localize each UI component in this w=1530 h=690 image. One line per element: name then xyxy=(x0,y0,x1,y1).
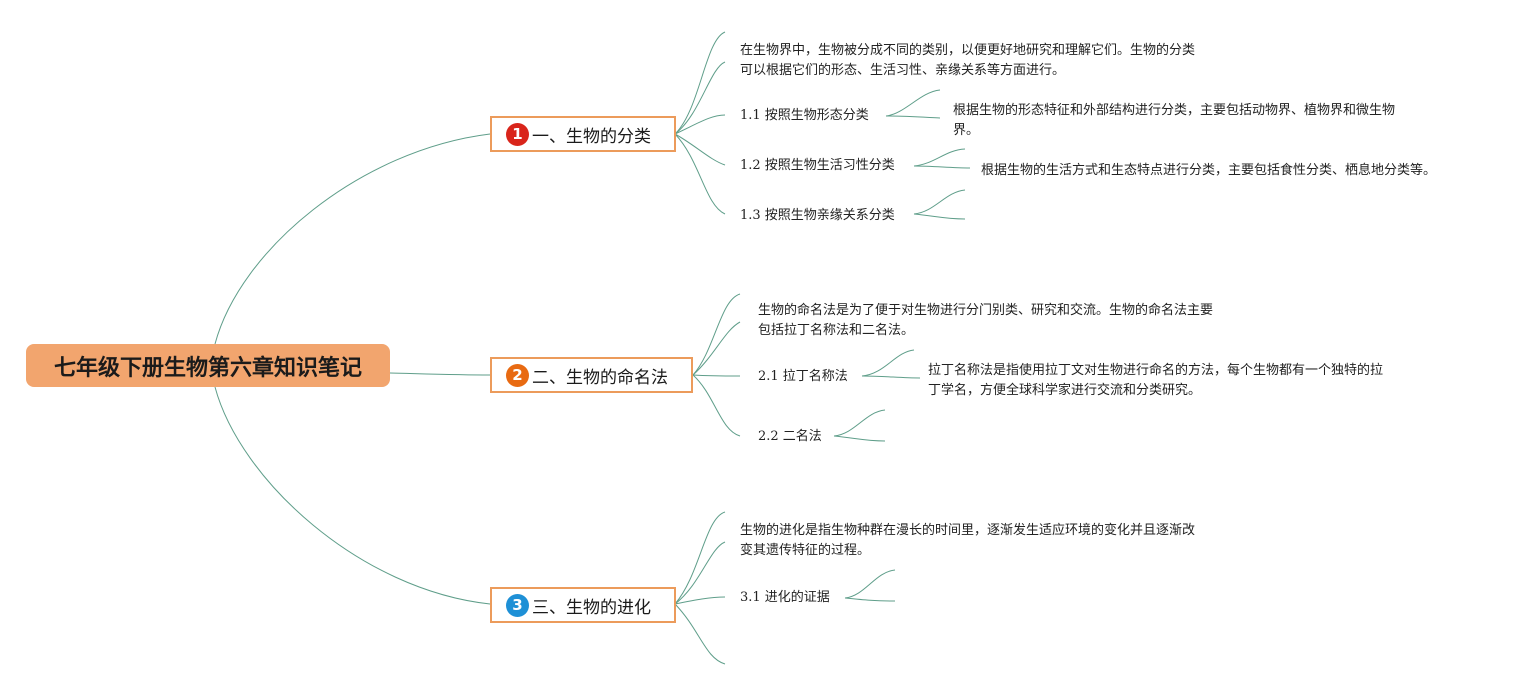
edge-s12-b xyxy=(913,165,971,169)
edge-b2-top xyxy=(692,293,741,376)
sub-2-1-detail-line-2: 丁学名，方便全球科学家进行交流和分类研究。 xyxy=(928,383,1202,398)
edge-s21-a xyxy=(861,349,915,377)
sub-1-1-detail-line-1: 根据生物的形态特征和外部结构进行分类，主要包括动物界、植物界和微生物 xyxy=(953,103,1396,118)
edge-b2-desc xyxy=(692,321,741,376)
edge-b3-top xyxy=(674,511,726,605)
edge-s21-b xyxy=(861,375,921,379)
branch-2-number-badge: 2 xyxy=(506,363,529,387)
edge-root-branch-3 xyxy=(214,386,491,605)
edge-b1-desc xyxy=(674,61,726,135)
sub-1-1-label[interactable]: 1.1 按照生物形态分类 xyxy=(740,108,869,123)
branch-1-description[interactable]: 在生物界中，生物被分成不同的类别，以便更好地研究和理解它们。生物的分类 可以根据… xyxy=(740,41,1195,81)
edge-s31-a xyxy=(844,569,896,599)
branch-3-description-line-2: 变其遗传特征的过程。 xyxy=(740,543,871,558)
edge-b1-sub2 xyxy=(674,133,726,166)
sub-1-1-detail-line-2: 界。 xyxy=(953,123,980,138)
root-topic-title: 七年级下册生物第六章知识笔记 xyxy=(53,355,362,381)
branch-3-topic[interactable]: 3 三、生物的进化 xyxy=(490,587,676,623)
edge-s13-a xyxy=(913,189,966,215)
edge-root-branch-1 xyxy=(214,133,491,345)
edge-s13-b xyxy=(913,213,966,220)
edge-root-branch-2 xyxy=(389,372,491,376)
branch-1-description-line-1: 在生物界中，生物被分成不同的类别，以便更好地研究和理解它们。生物的分类 xyxy=(740,43,1196,58)
branch-2-description-line-2: 包括拉丁名称法和二名法。 xyxy=(758,323,915,338)
edge-b2-sub1 xyxy=(692,374,741,377)
edge-s22-b xyxy=(833,435,886,442)
branch-3-description[interactable]: 生物的进化是指生物种群在漫长的时间里，逐渐发生适应环境的变化并且逐渐改 变其遗传… xyxy=(740,521,1195,561)
sub-2-1-label[interactable]: 2.1 拉丁名称法 xyxy=(758,369,848,384)
branch-2-topic[interactable]: 2 二、生物的命名法 xyxy=(490,357,693,393)
edge-b3-desc xyxy=(674,541,726,605)
edge-b1-sub3 xyxy=(674,133,726,215)
branch-2-description-line-1: 生物的命名法是为了便于对生物进行分门别类、研究和交流。生物的命名法主要 xyxy=(758,303,1214,318)
sub-1-2-detail[interactable]: 根据生物的生活方式和生态特点进行分类，主要包括食性分类、栖息地分类等。 xyxy=(981,161,1481,181)
edge-b1-top xyxy=(674,31,726,135)
edge-b2-sub2 xyxy=(692,374,741,437)
branch-3-title: 三、生物的进化 xyxy=(532,597,651,618)
edge-s22-a xyxy=(833,409,886,437)
sub-3-1-label[interactable]: 3.1 进化的证据 xyxy=(740,590,830,605)
branch-1-topic[interactable]: 1 一、生物的分类 xyxy=(490,116,676,152)
sub-1-2-label[interactable]: 1.2 按照生物生活习性分类 xyxy=(740,158,895,173)
sub-2-1-detail[interactable]: 拉丁名称法是指使用拉丁文对生物进行命名的方法，每个生物都有一个独特的拉 丁学名，… xyxy=(928,361,1428,401)
edge-b1-sub1 xyxy=(674,114,726,135)
branch-3-number-badge: 3 xyxy=(506,593,529,617)
sub-1-2-detail-line-1: 根据生物的生活方式和生态特点进行分类，主要包括食性分类、栖息地分类等。 xyxy=(981,163,1437,178)
root-topic[interactable]: 七年级下册生物第六章知识笔记 xyxy=(26,344,390,387)
sub-1-1-detail[interactable]: 根据生物的形态特征和外部结构进行分类，主要包括动物界、植物界和微生物 界。 xyxy=(953,101,1433,141)
edge-b3-bottom xyxy=(674,603,726,665)
edge-s11-b xyxy=(885,115,941,119)
edge-s11-a xyxy=(885,89,941,117)
sub-2-1-detail-line-1: 拉丁名称法是指使用拉丁文对生物进行命名的方法，每个生物都有一个独特的拉 xyxy=(928,363,1384,378)
edge-s31-b xyxy=(844,597,896,602)
sub-1-3-label[interactable]: 1.3 按照生物亲缘关系分类 xyxy=(740,208,895,223)
branch-1-description-line-2: 可以根据它们的形态、生活习性、亲缘关系等方面进行。 xyxy=(740,63,1066,78)
sub-2-2-label[interactable]: 2.2 二名法 xyxy=(758,429,822,444)
branch-1-number-badge: 1 xyxy=(506,122,529,146)
edge-b3-sub1 xyxy=(674,596,726,605)
branch-1-title: 一、生物的分类 xyxy=(532,126,651,147)
branch-3-description-line-1: 生物的进化是指生物种群在漫长的时间里，逐渐发生适应环境的变化并且逐渐改 xyxy=(740,523,1196,538)
branch-2-description[interactable]: 生物的命名法是为了便于对生物进行分门别类、研究和交流。生物的命名法主要 包括拉丁… xyxy=(758,301,1213,341)
edge-s12-a xyxy=(913,148,966,167)
branch-2-title: 二、生物的命名法 xyxy=(532,367,668,388)
